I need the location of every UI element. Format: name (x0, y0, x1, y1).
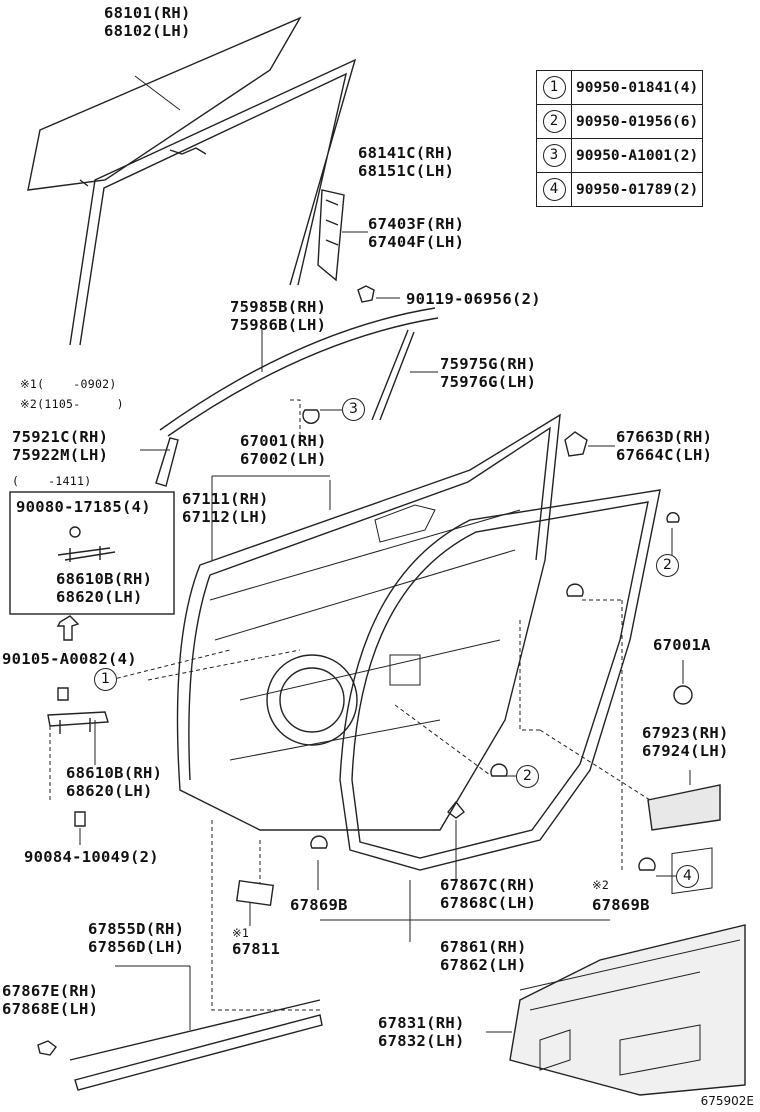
door-glass-shape (27, 16, 302, 191)
label-pad-rh: 67923(RH) (642, 724, 729, 742)
label-box-check-rh: 68610B(RH) (56, 570, 153, 588)
label-seal: 67811 (232, 940, 281, 958)
legend-part: 90950-A1001(2) (570, 138, 704, 173)
legend-number: 4 (542, 178, 566, 201)
glass-run-shape (69, 58, 357, 346)
label-moulding-b-rh: 75985B(RH) (230, 298, 327, 316)
label-hinge-panel-lh: 67112(LH) (182, 508, 269, 526)
lower-moulding-shape (69, 999, 323, 1091)
label-moulding-c-lh: 75922M(LH) (12, 446, 109, 464)
note-1: ※1( -0902) (20, 377, 117, 391)
box-range-note: ( -1411) (12, 474, 92, 488)
label-moulding-g-rh: 75975G(RH) (440, 355, 537, 373)
label-lower-moulding-rh: 67855D(RH) (88, 920, 185, 938)
note-2: ※2(1105- ) (20, 397, 124, 411)
label-weatherstrip-rh: 67861(RH) (440, 938, 527, 956)
legend-row: 3 90950-A1001(2) (536, 138, 704, 173)
label-lower-moulding-lh: 67856D(LH) (88, 938, 185, 956)
label-moulding-g-lh: 75976G(LH) (440, 373, 537, 391)
label-check-lh: 68620(LH) (66, 782, 153, 800)
division-moulding-shape (371, 329, 415, 421)
legend-part: 90950-01956(6) (570, 104, 704, 139)
label-check-rh: 68610B(RH) (66, 764, 163, 782)
door-check-shape (47, 711, 109, 734)
door-panel-shape (176, 413, 561, 831)
label-cushion-right: 67869B (592, 896, 650, 914)
label-retainer-lh: 67868C(LH) (440, 894, 537, 912)
label-panel-a: 67001A (653, 636, 711, 654)
label-pad-lh: 67924(LH) (642, 742, 729, 760)
label-panel-lh: 67002(LH) (240, 450, 327, 468)
label-screw: 90084-10049(2) (24, 848, 159, 866)
label-run-rh: 68141C(RH) (358, 144, 455, 162)
legend-row: 2 90950-01956(6) (536, 104, 704, 139)
legend-number: 2 (542, 110, 566, 133)
fastener-legend-table: 1 90950-01841(4) 2 90950-01956(6) 3 9095… (536, 70, 704, 207)
seal-note-mark: ※1 (232, 926, 250, 940)
label-bolt2: 90105-A0082(4) (2, 650, 137, 668)
label-run-lh: 68151C(LH) (358, 162, 455, 180)
callout-bubble-1: 1 (94, 668, 117, 691)
label-box-screw: 90080-17185(4) (16, 498, 151, 516)
label-lower-clip-rh: 67867E(RH) (2, 982, 99, 1000)
callout-bubble-3: 3 (342, 398, 365, 421)
legend-number: 3 (542, 144, 566, 167)
label-retainer-rh: 67867C(RH) (440, 876, 537, 894)
label-bracket-lh: 67664C(LH) (616, 446, 713, 464)
sash-shape (317, 189, 345, 282)
legend-row: 4 90950-01789(2) (536, 172, 704, 207)
legend-part: 90950-01789(2) (570, 172, 704, 207)
label-glass-rh: 68101(RH) (104, 4, 191, 22)
label-glass-lh: 68102(LH) (104, 22, 191, 40)
label-sash-rh: 67403F(RH) (368, 215, 465, 233)
label-sash-lh: 67404F(LH) (368, 233, 465, 251)
label-panel-rh: 67001(RH) (240, 432, 327, 450)
callout-bubble-2: 2 (516, 765, 539, 788)
label-bolt: 90119-06956(2) (406, 290, 541, 308)
door-trim-shape (509, 924, 746, 1096)
callout-bubble-4: 4 (676, 865, 699, 888)
label-box-check-lh: 68620(LH) (56, 588, 143, 606)
cushion-right-note-mark: ※2 (592, 878, 610, 892)
diagram-reference-code: 675902E (700, 1094, 754, 1108)
short-moulding-shape (155, 437, 179, 487)
detail-box (9, 491, 175, 615)
label-weatherstrip-lh: 67862(LH) (440, 956, 527, 974)
legend-part: 90950-01841(4) (570, 70, 704, 105)
legend-number: 1 (542, 76, 566, 99)
label-trim-lh: 67832(LH) (378, 1032, 465, 1050)
belt-moulding-shape (159, 307, 439, 437)
label-moulding-c-rh: 75921C(RH) (12, 428, 109, 446)
legend-row: 1 90950-01841(4) (536, 70, 704, 105)
label-lower-clip-lh: 67868E(LH) (2, 1000, 99, 1018)
label-trim-rh: 67831(RH) (378, 1014, 465, 1032)
label-moulding-b-lh: 75986B(LH) (230, 316, 327, 334)
weatherstrip-shape (339, 489, 661, 871)
label-cushion-left: 67869B (290, 896, 348, 914)
label-bracket-rh: 67663D(RH) (616, 428, 713, 446)
label-hinge-panel-rh: 67111(RH) (182, 490, 269, 508)
callout-bubble-2: 2 (656, 554, 679, 577)
